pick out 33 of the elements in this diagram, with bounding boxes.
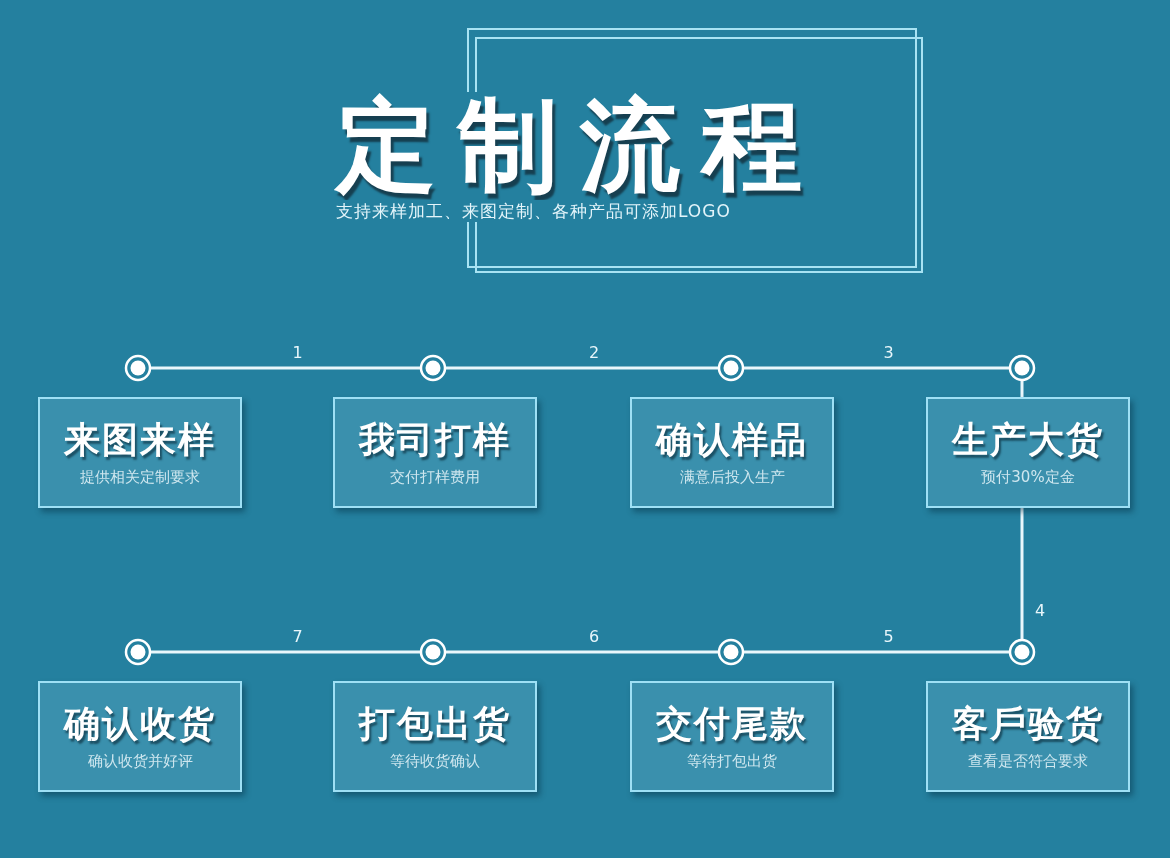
- step-title: 确认收货: [64, 701, 216, 746]
- step-description: 满意后投入生产: [679, 466, 785, 488]
- step-title: 确认样品: [656, 417, 808, 462]
- step-box: [38, 397, 242, 508]
- step-box: [333, 397, 537, 508]
- connector-line: [151, 650, 420, 654]
- step-description: 交付打样费用: [390, 466, 480, 488]
- step-description: 等待打包出货: [687, 750, 777, 772]
- step-title: 交付尾款: [656, 701, 808, 746]
- connector-line: [744, 650, 1009, 654]
- step-description: 等待收货确认: [390, 750, 480, 772]
- step-description: 确认收货并好评: [87, 750, 193, 772]
- step-box: [630, 397, 834, 508]
- connector-line: [151, 366, 420, 370]
- connector-line: [446, 366, 718, 370]
- step-title: 生产大货: [952, 417, 1104, 462]
- connector-line: [446, 650, 718, 654]
- step-box: [38, 681, 242, 792]
- subtitle: 支持来样加工、来图定制、各种产品可添加LOGO: [336, 200, 731, 222]
- step-description: 提供相关定制要求: [80, 466, 200, 488]
- step-description: 预付30%定金: [981, 466, 1075, 488]
- step-title: 客戶验货: [952, 701, 1104, 746]
- step-box: [926, 397, 1130, 508]
- connector-line: [744, 366, 1009, 370]
- connector-line: [1020, 381, 1024, 397]
- connector-line: [1020, 508, 1024, 639]
- step-box: [926, 681, 1130, 792]
- step-title: 我司打样: [359, 417, 511, 462]
- step-box: [333, 681, 537, 792]
- step-description: 查看是否符合要求: [968, 750, 1088, 772]
- step-title: 来图来样: [64, 417, 216, 462]
- step-title: 打包出货: [359, 701, 511, 746]
- step-box: [630, 681, 834, 792]
